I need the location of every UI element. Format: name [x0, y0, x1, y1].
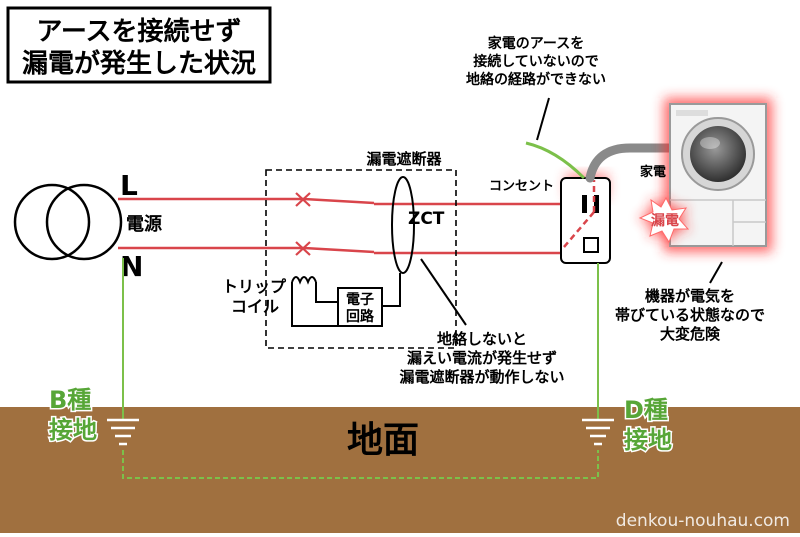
- ground-wires: [122, 258, 599, 479]
- label-ground-d-1: D種: [624, 396, 668, 424]
- label-line-n: N: [120, 250, 143, 283]
- outlet-slot-right: [594, 195, 599, 213]
- callout-no-earth-1: 家電のアースを: [488, 35, 584, 52]
- title-line-1: アースを接続せず: [36, 16, 241, 47]
- watermark: denkou-nouhau.com: [616, 511, 790, 531]
- label-leakage: 漏電: [651, 212, 679, 229]
- label-ground-b-1: B種: [49, 386, 91, 414]
- callout-no-earth-2: 接続していないので: [473, 53, 599, 70]
- zct-core: [391, 176, 415, 274]
- arrow-no-earth: [536, 97, 550, 141]
- breaker-contact-marks: [295, 192, 311, 256]
- label-breaker: 漏電遮断器: [366, 150, 442, 168]
- label-electronic-circuit-2: 回路: [346, 308, 375, 325]
- label-trip-coil-1: トリップ: [222, 277, 287, 296]
- arrow-danger: [709, 261, 723, 284]
- title-line-2: 漏電が発生した状況: [22, 48, 256, 79]
- washing-machine: [669, 103, 767, 247]
- label-electronic-circuit-1: 電子: [346, 291, 374, 308]
- label-power-source: 電源: [126, 213, 162, 235]
- label-ground-surface: 地面: [347, 420, 419, 461]
- callout-no-trip-1: 地絡しないと: [437, 330, 527, 348]
- wire-l: [118, 197, 586, 206]
- outlet-earth-terminal: [583, 237, 599, 253]
- callout-no-earth-3: 地絡の経路ができない: [466, 71, 606, 88]
- label-ground-b-2: 接地: [49, 416, 97, 444]
- label-appliance: 家電: [640, 164, 666, 180]
- outlet-slot-left: [582, 195, 587, 213]
- callout-no-trip-2: 漏えい電流が発生せず: [407, 349, 557, 367]
- title-box: アースを接続せず 漏電が発生した状況: [6, 6, 272, 84]
- transformer-symbol: [13, 183, 123, 261]
- callout-danger-1: 機器が電気を: [645, 287, 735, 305]
- breaker-box: [265, 169, 457, 349]
- label-zct: ZCT: [408, 209, 445, 229]
- callout-no-trip-3: 漏電遮断器が動作しない: [399, 368, 564, 386]
- callout-danger-3: 大変危険: [660, 325, 721, 343]
- arrow-no-trip: [420, 258, 467, 326]
- earth-wire-unconnected: [525, 141, 586, 180]
- ground-electrode-d: [582, 418, 614, 446]
- trip-circuit: [291, 273, 401, 327]
- label-line-l: L: [120, 169, 138, 202]
- appliance-cord: [585, 143, 685, 183]
- callout-danger-2: 帯びている状態なので: [615, 306, 765, 324]
- wire-n: [118, 246, 586, 255]
- label-ground-d-2: 接地: [624, 426, 672, 454]
- leakage-burst: [638, 196, 690, 244]
- label-trip-coil-2: コイル: [231, 297, 279, 316]
- label-outlet: コンセント: [489, 179, 554, 194]
- ground-electrode-b: [107, 418, 139, 446]
- leakage-path: [563, 180, 596, 248]
